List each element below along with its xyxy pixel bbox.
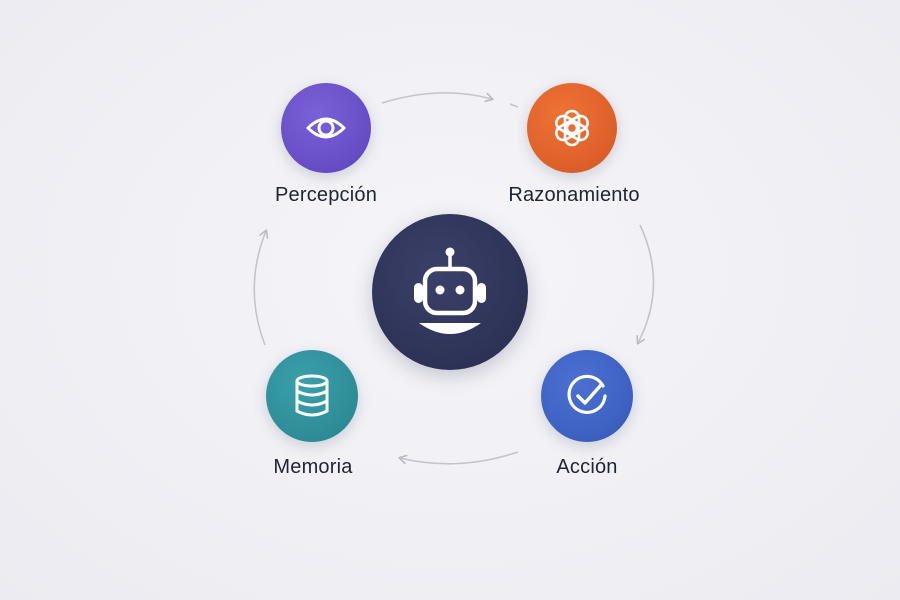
openai-knot-icon xyxy=(555,109,589,147)
perception-node xyxy=(281,83,371,173)
agent-center-node xyxy=(372,214,528,370)
eye-icon xyxy=(306,117,346,139)
check-circle-icon xyxy=(567,374,607,414)
robot-icon xyxy=(414,247,486,334)
arrow-reasoning-to-action xyxy=(636,224,655,345)
reasoning-label: Razonamiento xyxy=(508,184,640,206)
action-label: Acción xyxy=(556,456,618,478)
arrow-memory-to-perception xyxy=(253,229,269,346)
arrow-perception-to-reasoning xyxy=(381,92,494,104)
perception-label: Percepción xyxy=(274,184,378,206)
arrow-tick-reasoning xyxy=(509,103,519,108)
reasoning-node xyxy=(527,83,617,173)
arrow-action-to-memory xyxy=(398,451,519,465)
action-node xyxy=(541,350,633,442)
memory-label: Memoria xyxy=(273,456,353,478)
database-icon xyxy=(295,374,329,417)
memory-node xyxy=(266,350,358,442)
